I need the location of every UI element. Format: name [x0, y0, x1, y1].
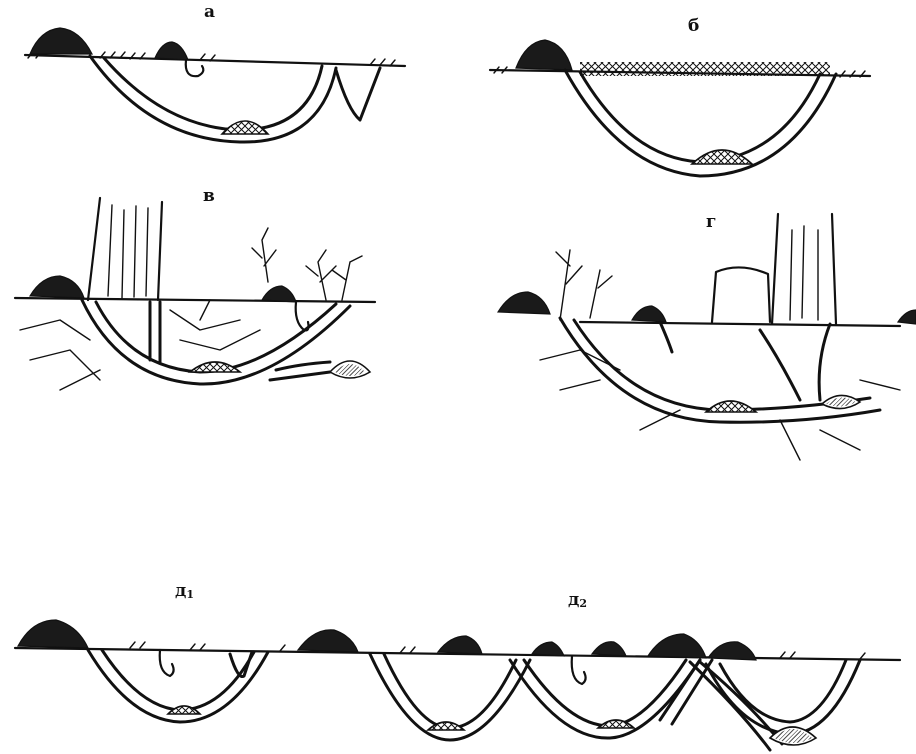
- tunnel-under-trunk-v: [150, 302, 160, 362]
- burrow-outer-a: [90, 56, 336, 142]
- molehill-v2: [262, 286, 296, 302]
- compacted-layer-b: [580, 62, 830, 76]
- molehill-a2: [155, 42, 188, 60]
- vertical-tunnel-v: [296, 302, 309, 330]
- molehill-g1: [498, 292, 550, 314]
- nest-b-fill: [692, 150, 752, 164]
- ground-line-g: [580, 322, 900, 326]
- molehill-d4: [532, 642, 564, 656]
- panel-b: [490, 40, 870, 176]
- ground-line-v: [15, 298, 375, 302]
- stump-g: [712, 267, 770, 322]
- side-tunnel-a: [336, 68, 380, 120]
- tree-bark-g: [790, 226, 818, 320]
- panel-a: [25, 28, 405, 142]
- molehill-b: [516, 40, 572, 70]
- vertical-tunnel-d1: [160, 650, 174, 676]
- molehill-d3: [438, 636, 482, 654]
- molehill-a1: [30, 28, 92, 54]
- panel-v: [15, 198, 375, 390]
- molehill-d2: [298, 630, 358, 652]
- molehill-g3: [898, 310, 916, 324]
- burrow-d2b: [384, 654, 516, 728]
- nest-a-fill: [222, 121, 268, 134]
- molehill-d6: [648, 634, 706, 658]
- bushes-g: [556, 250, 612, 320]
- vertical-tunnel-a: [186, 60, 204, 76]
- roots-v: [20, 300, 260, 390]
- panel-d: [15, 620, 900, 750]
- vertical-tunnel-d2: [572, 656, 586, 684]
- molehill-v1: [30, 276, 84, 298]
- tree-trunk-v: [88, 198, 162, 300]
- tree-bark-v: [108, 205, 148, 298]
- molehill-d1: [18, 620, 88, 648]
- bushes-v: [252, 228, 362, 300]
- molehill-d7: [708, 642, 756, 660]
- burrow-d2e: [660, 660, 712, 724]
- nest-v-fill: [190, 362, 240, 372]
- side-branch-v: [270, 362, 330, 380]
- panel-g: [498, 214, 916, 460]
- side-tunnels-g: [660, 322, 830, 400]
- burrow-inner-a: [104, 58, 322, 130]
- molehill-g2: [632, 306, 666, 322]
- burrow-d2f: [706, 660, 860, 734]
- ground-line-a: [25, 55, 405, 66]
- molehill-d5: [592, 642, 626, 656]
